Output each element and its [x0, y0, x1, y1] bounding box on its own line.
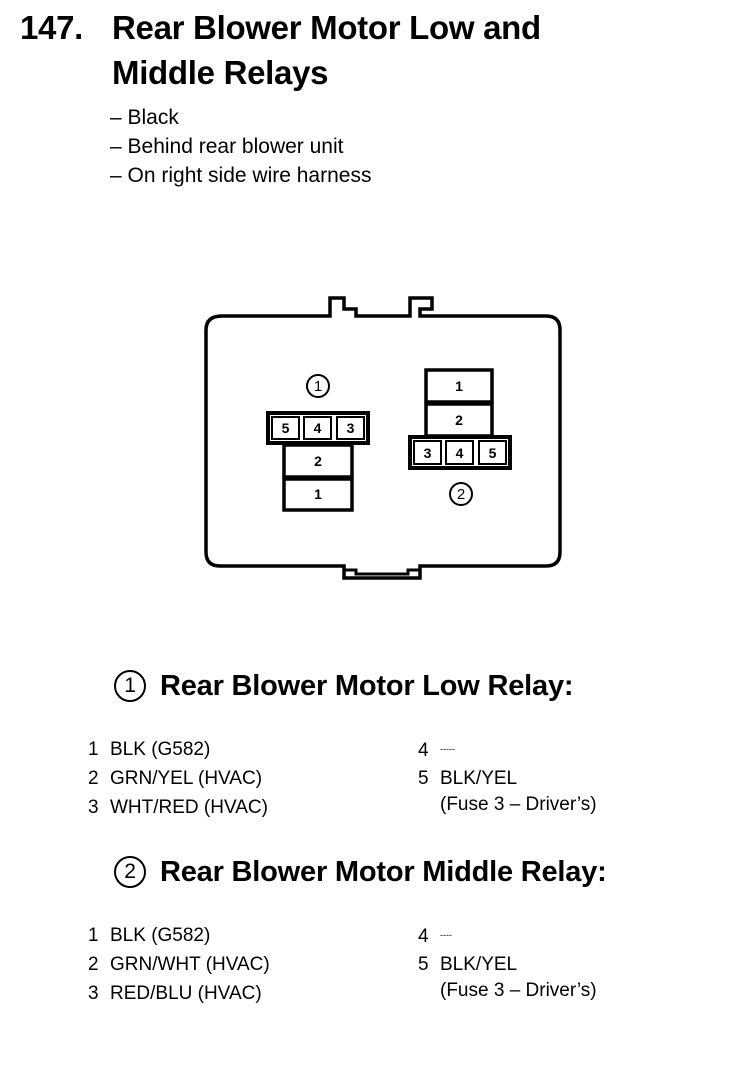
relay-2-pin-1-cell: [424, 368, 494, 404]
detail-harness: – On right side wire harness: [110, 164, 372, 187]
relay-1-marker: [306, 374, 330, 398]
relay-1-pin-1: 1: [314, 486, 322, 502]
section-1-pin-4: 4-----: [418, 740, 455, 761]
relay-2-pin-3: 3: [424, 445, 432, 461]
relay-2-socket: 1 2 3 4 5 2: [408, 368, 512, 506]
section-2-title-text: Rear Blower Motor Middle Relay:: [160, 856, 607, 888]
relay-1-pin-2: 2: [314, 453, 322, 469]
relay-2-marker-text: 2: [457, 486, 465, 503]
relay-1-pin-5: 5: [282, 420, 290, 436]
section-2-pin-4: 4----: [418, 926, 452, 947]
section-1-title-text: Rear Blower Motor Low Relay:: [160, 670, 574, 702]
relay-2-bottom-row: [408, 435, 512, 470]
relay-1-socket: 1 5 4 3 2 1: [266, 374, 370, 512]
relay-1-pin-2-cell: [282, 443, 354, 479]
section-2-pin-5-fuse: (Fuse 3 – Driver’s): [440, 980, 597, 1001]
relay-1-pin-3: 3: [347, 420, 355, 436]
heading-line-1: Rear Blower Motor Low and: [112, 9, 541, 46]
relay-2-pin-1: 1: [455, 378, 463, 394]
section-1-title: 1 Rear Blower Motor Low Relay:: [114, 669, 574, 703]
heading-number: 147.: [20, 9, 84, 46]
section-1-pin-5-fuse: (Fuse 3 – Driver’s): [440, 794, 597, 815]
section-1-marker: 1: [114, 670, 146, 702]
relay-2-pin-2: 2: [455, 412, 463, 428]
connector-housing: [204, 296, 562, 580]
relay-1-pin-4: 4: [314, 420, 322, 436]
detail-location: – Behind rear blower unit: [110, 135, 344, 158]
section-2-marker: 2: [114, 856, 146, 888]
relay-2-marker: [449, 482, 473, 506]
relay-1-pin-1-cell: [282, 477, 354, 512]
relay-1-marker-text: 1: [314, 378, 322, 395]
detail-color: – Black: [110, 106, 179, 129]
heading-line-2: Middle Relays: [112, 54, 329, 91]
relay-2-pin-4: 4: [456, 445, 464, 461]
relay-2-pin-5: 5: [489, 445, 497, 461]
relay-1-top-row: [266, 411, 370, 445]
relay-connector-diagram: 1 5 4 3 2 1 1 2 3 4 5 2: [204, 296, 562, 580]
section-2-title: 2 Rear Blower Motor Middle Relay:: [114, 855, 607, 889]
